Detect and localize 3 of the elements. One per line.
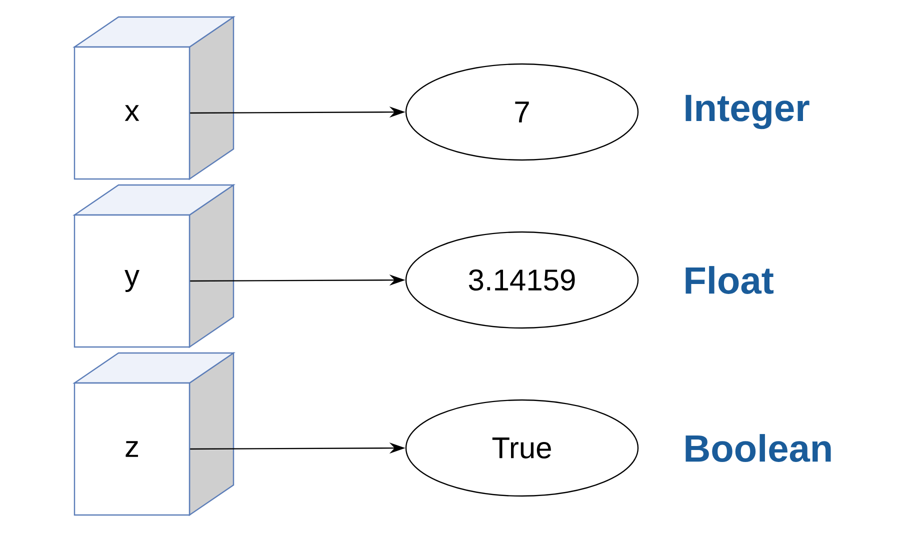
type-label: Boolean: [686, 434, 831, 462]
type-label: Float: [686, 266, 774, 294]
type-label: Integer: [686, 94, 810, 130]
